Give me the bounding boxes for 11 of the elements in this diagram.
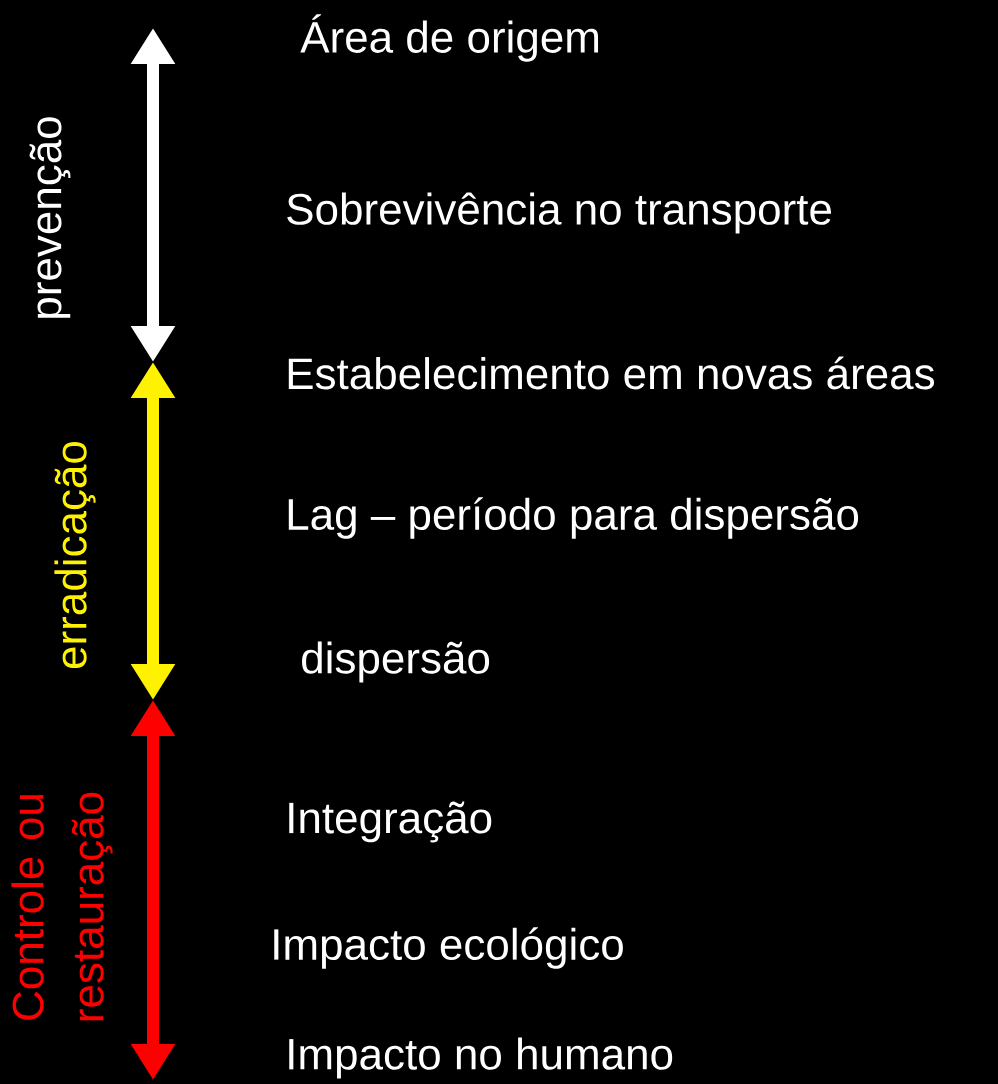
stage-label: Impacto ecológico	[274, 927, 623, 969]
stage-label: Lag – período para dispersão	[288, 497, 859, 539]
stage-label: dispersão	[302, 641, 490, 683]
range-label: Controle ou restauração	[11, 792, 113, 1021]
stage-label: Estabelecimento em novas áreas	[288, 356, 935, 390]
range-label: erradicação	[54, 441, 96, 669]
stage-label: Área de origem	[300, 14, 599, 62]
stage-label: Integração	[289, 801, 492, 843]
stage-label: Impacto no humano	[289, 1037, 673, 1079]
range-label: prevenção	[29, 117, 71, 318]
stage-label: Sobrevivência no transporte	[287, 192, 831, 234]
